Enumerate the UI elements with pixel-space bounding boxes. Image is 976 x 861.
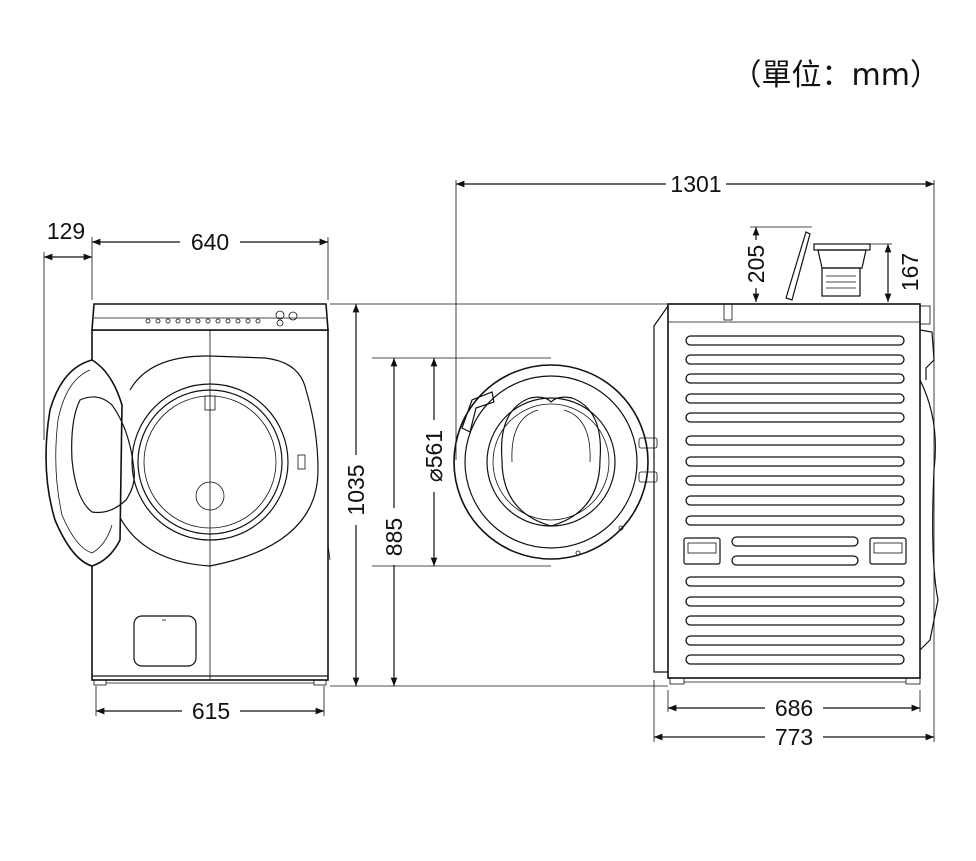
- dim-total-depth-door-open: 1301: [670, 171, 721, 197]
- open-lid: [785, 231, 811, 301]
- side-handle-left: [683, 537, 721, 565]
- front-view: [45, 303, 331, 686]
- side-ribs: [685, 335, 905, 665]
- side-handle-right: [869, 537, 907, 565]
- dim-door-diameter: ⌀561: [421, 430, 447, 482]
- door-front: [453, 364, 658, 560]
- open-door: [45, 359, 123, 567]
- dim-total-depth: 773: [775, 724, 813, 750]
- dim-top-width: 640: [191, 229, 229, 255]
- lint-filter: [813, 243, 871, 297]
- dim-door-swing: 129: [47, 218, 85, 244]
- dim-door-center-height: 885: [381, 518, 407, 556]
- dim-base-width: 615: [192, 698, 230, 724]
- filter-cover: [133, 615, 197, 667]
- dim-filter-height: 167: [897, 253, 923, 291]
- unit-label: （單位：mm）: [732, 58, 940, 93]
- control-buttons-row: [145, 310, 298, 327]
- dim-lid-clearance: 205: [743, 245, 769, 283]
- side-view: [653, 231, 939, 685]
- dim-body-depth: 686: [775, 695, 813, 721]
- dimension-lines: 129 640 615 1035 885 ⌀561 1301 205 167: [43, 171, 935, 750]
- dim-height: 1035: [343, 464, 369, 515]
